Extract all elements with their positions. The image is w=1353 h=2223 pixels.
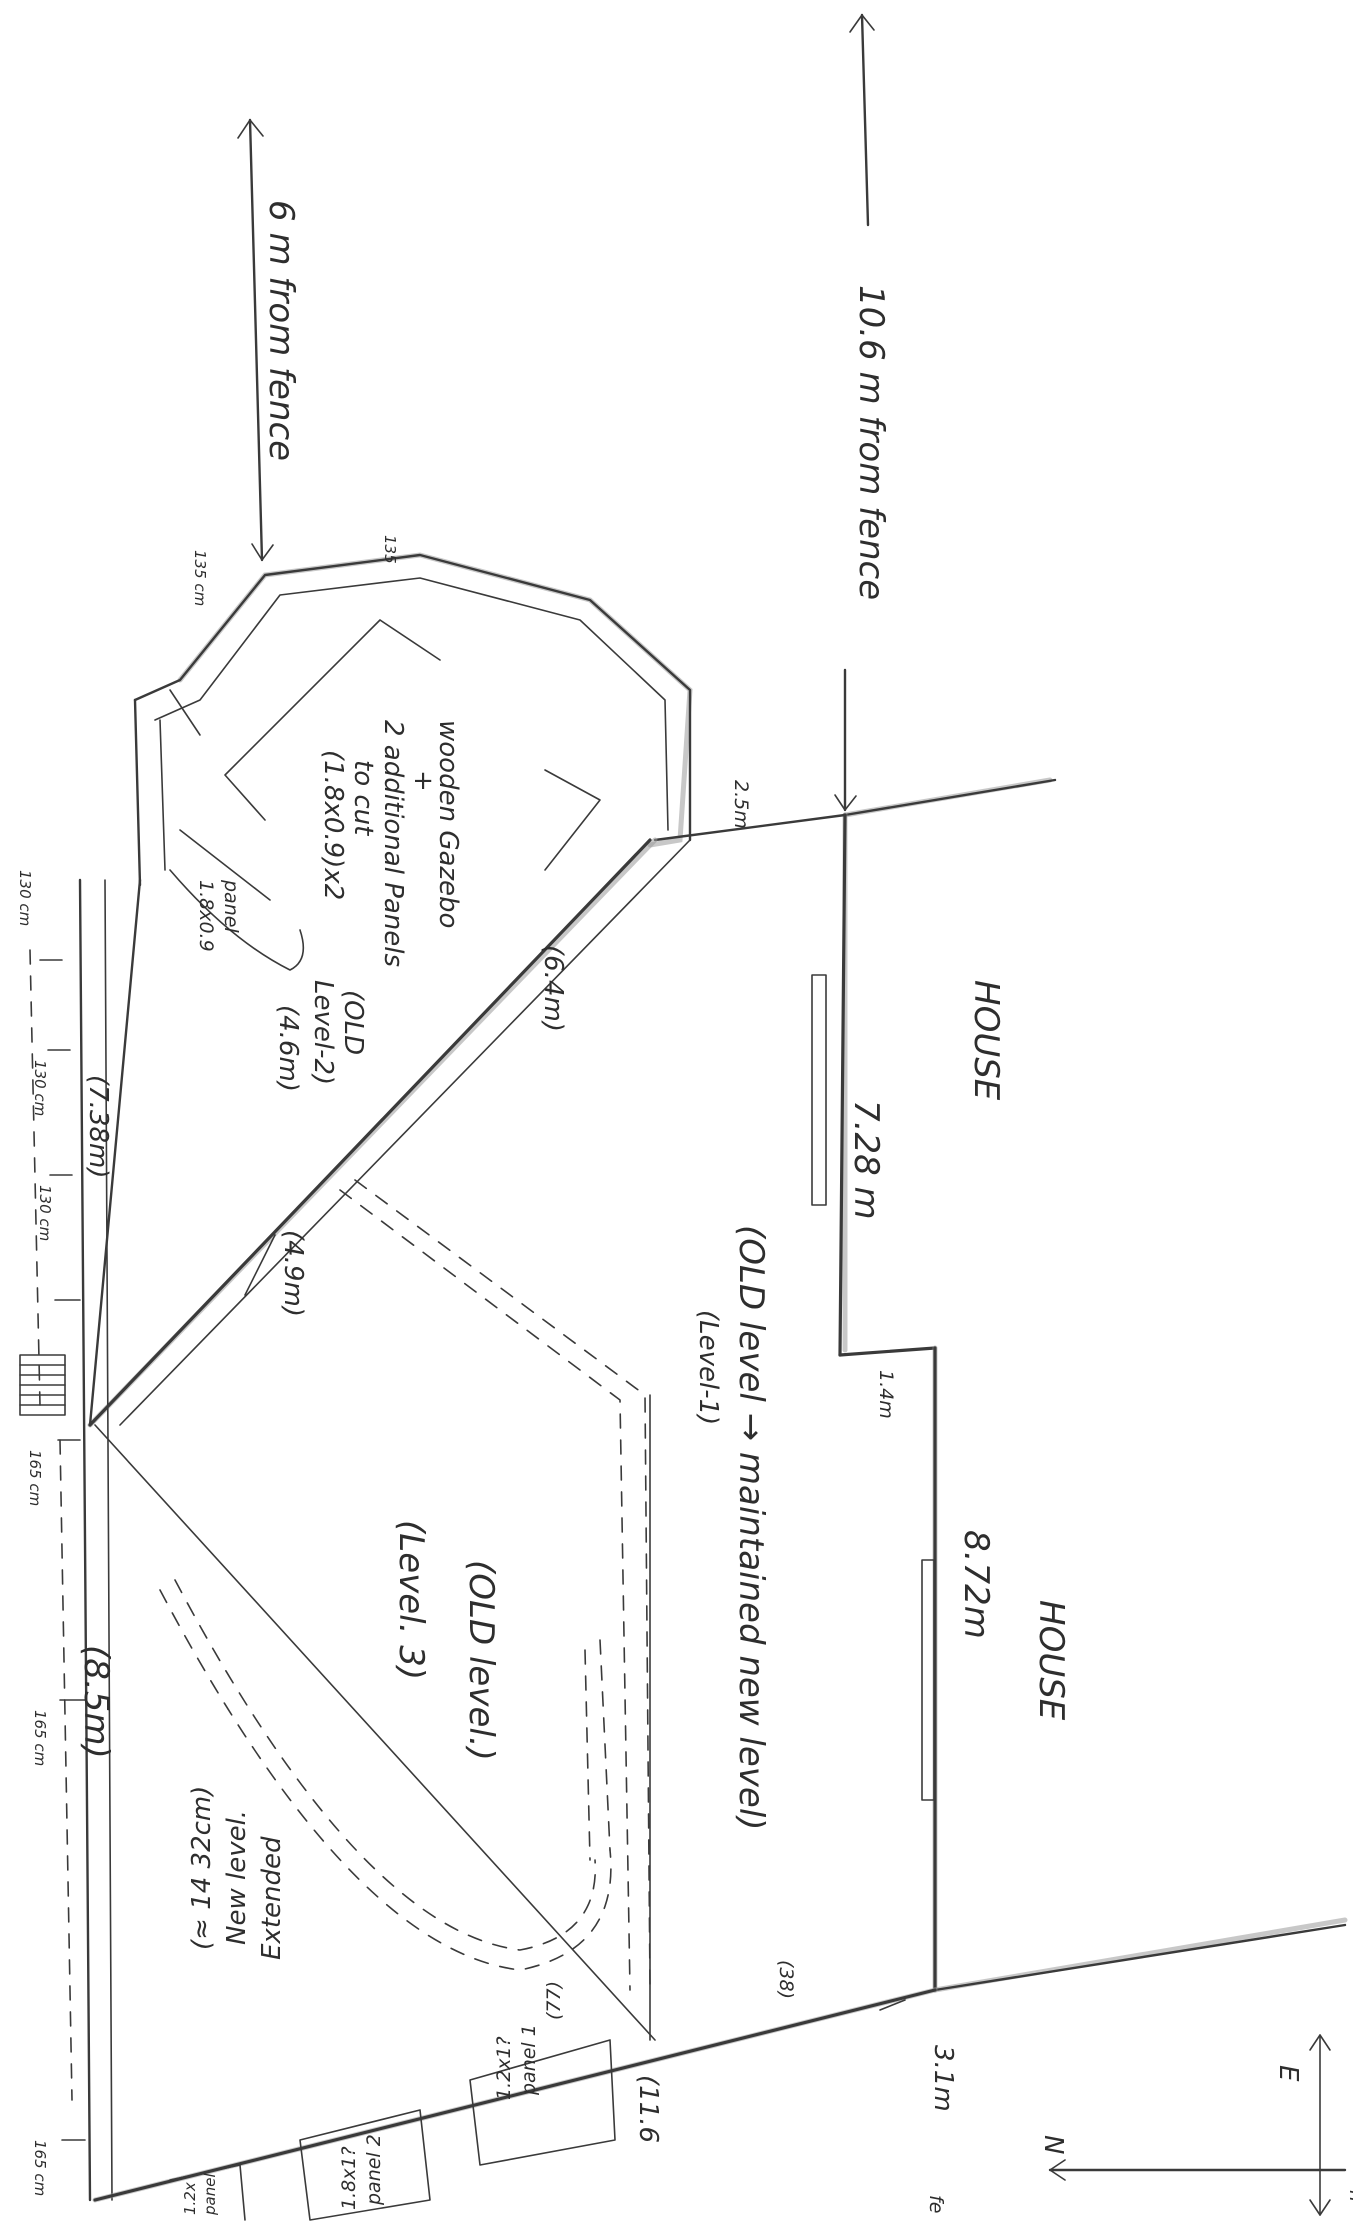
extended-3: (≈ 14 32cm) [187, 1786, 217, 1950]
panel-3-1: panel [201, 2173, 219, 2216]
fence-east-label: 10.6 m from fence [851, 285, 891, 600]
fence-side-fe: fe [925, 2195, 947, 2213]
wall-872-label: 8.72m [956, 1530, 996, 1639]
fence-distance-west [237, 118, 274, 562]
cm-130-b: 130 cm [31, 1060, 49, 1116]
old-level-3-b: (Level. 3) [391, 1520, 431, 1680]
panel-1-1: panel 1 [518, 2024, 540, 2096]
labels: 10.6 m from fence 6 m from fence wooden … [16, 200, 1353, 2216]
west-boundary [19, 878, 113, 2202]
gazebo-note-2: + [408, 770, 438, 792]
compass-rose [1048, 2034, 1347, 2216]
extended-level-boundary [92, 1394, 938, 2203]
cm-165-c: 165 cm [31, 2140, 49, 2196]
fence-distance-east [834, 13, 875, 812]
level-boundary-diagonal [87, 837, 691, 1428]
panel-a-2: 1.8x0.9 [195, 880, 217, 952]
cm-130-c: 130 cm [36, 1185, 54, 1241]
panel-3-2: 1.2x [181, 2182, 199, 2215]
gazebo-level-a: (OLD [338, 990, 368, 1055]
old-level-1-a: (OLD level → maintained new level) [731, 1225, 771, 1831]
dim-31: 3.1m [928, 2045, 958, 2112]
extended-2: New level. [222, 1810, 252, 1945]
dim-49: (4.9m) [278, 1230, 308, 1317]
gazebo-note-5: (1.8x0.9)x2 [318, 750, 348, 900]
house-outline [811, 777, 1348, 1993]
compass-n-label: N [1038, 2135, 1068, 2154]
dim-77: (77) [543, 1981, 565, 2020]
old-level-3-a: (OLD level.) [461, 1560, 501, 1761]
dim-738: (7.38m) [83, 1075, 113, 1179]
cm-130-a: 130 cm [16, 870, 34, 926]
extended-1: Extended [257, 1836, 287, 1960]
fence-side-h: h [1345, 2190, 1353, 2202]
dim-25: 2.5m [730, 780, 752, 829]
house-top-label: HOUSE [966, 980, 1006, 1101]
gazebo-deck [133, 552, 847, 901]
fence-west-label: 6 m from fence [261, 200, 301, 461]
wall-14-label: 1.4m [875, 1370, 897, 1419]
cm-135-b: 135 [381, 535, 399, 564]
panel-2-2: 1.8x1? [338, 2146, 360, 2210]
gazebo-level-b: Level-2) [308, 980, 338, 1085]
dim-38: (38) [775, 1960, 797, 1999]
wall-728-label: 7.28 m [846, 1100, 886, 1220]
panel-shapes [169, 869, 616, 2221]
dim-85: (8.5m) [76, 1645, 116, 1759]
house-bottom-label: HOUSE [1031, 1600, 1071, 1721]
panel-1-2: 1.2x1? [493, 2036, 515, 2100]
panel-a-1: panel [220, 879, 242, 933]
cm-135-a: 135 cm [191, 550, 209, 606]
old-level-1-b: (Level-1) [693, 1310, 723, 1425]
gazebo-note-4: to cut [348, 760, 378, 836]
gazebo-note-1: wooden Gazebo [433, 720, 463, 928]
dim-46: (4.6m) [273, 1005, 303, 1092]
dim-116: (11.6 [633, 2075, 663, 2143]
compass-e-label: E [1273, 2065, 1303, 2082]
cm-165-b: 165 cm [31, 1710, 49, 1766]
gazebo-note-3: 2 additional Panels [378, 720, 408, 967]
dim-64: (6.4m) [538, 945, 568, 1032]
level-3-region [159, 1179, 651, 1991]
panel-2-1: panel 2 [363, 2134, 385, 2206]
cm-165-a: 165 cm [26, 1450, 44, 1506]
